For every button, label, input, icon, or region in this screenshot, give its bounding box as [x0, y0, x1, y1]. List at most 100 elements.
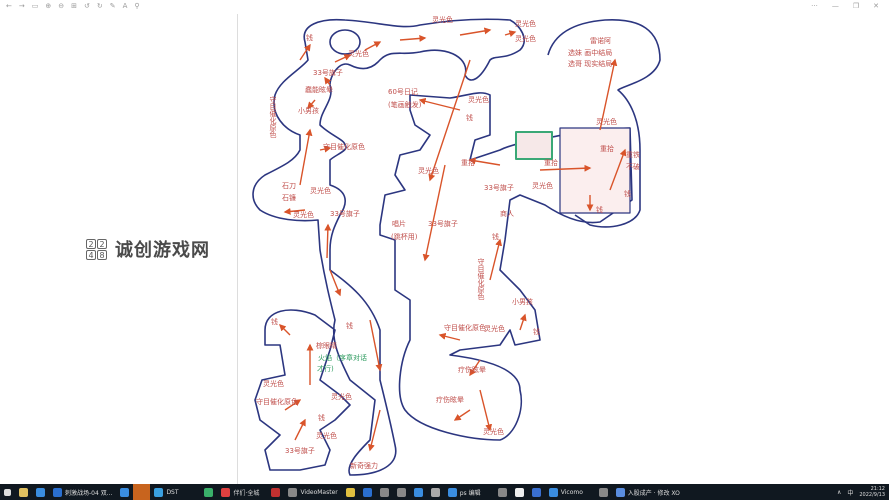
- taskbar-app[interactable]: [393, 484, 410, 500]
- taskbar-app[interactable]: [511, 484, 528, 500]
- map-label: 石刀: [282, 182, 296, 190]
- maximize-button[interactable]: ❐: [852, 2, 860, 10]
- map-label: 灵光色: [532, 181, 553, 190]
- taskbar-app[interactable]: [410, 484, 427, 500]
- map-label: 灵光色: [515, 34, 536, 43]
- more-button[interactable]: ···: [811, 2, 818, 10]
- route-arrow: [428, 59, 471, 182]
- map-label: 重拾: [544, 158, 558, 167]
- logo-digit: 2: [97, 238, 107, 249]
- taskbar-app[interactable]: 刺激战场-04 双...: [49, 484, 116, 500]
- route-arrow: [324, 76, 332, 86]
- map-label: 重拾: [461, 158, 475, 167]
- back-icon[interactable]: ←: [6, 2, 12, 10]
- cave-outline-right: [547, 19, 661, 228]
- logo-digit: 8: [97, 249, 107, 260]
- route-arrow: [599, 58, 618, 131]
- app-icon: [413, 487, 423, 497]
- start-button[interactable]: [0, 484, 15, 500]
- taskbar-app[interactable]: [528, 484, 545, 500]
- zoom-out-icon[interactable]: ⊖: [58, 2, 65, 10]
- taskbar-app[interactable]: [200, 484, 217, 500]
- logo-digit: 4: [86, 249, 96, 260]
- room-dotted: [559, 127, 631, 214]
- app-icon: [379, 487, 389, 497]
- minimize-button[interactable]: —: [831, 2, 839, 10]
- app-icon: [204, 487, 214, 497]
- taskbar-app[interactable]: ps 编辑: [444, 484, 494, 500]
- route-arrow: [469, 359, 481, 377]
- taskbar-app[interactable]: Vicomo: [545, 484, 595, 500]
- map-label: 钱: [624, 189, 631, 198]
- taskbar-app[interactable]: 伴们·全城: [217, 484, 267, 500]
- logo-digit: 2: [86, 238, 96, 249]
- map-label: 小男孩: [298, 106, 319, 115]
- taskbar-app[interactable]: [267, 484, 284, 500]
- map-label: 灵光色: [596, 117, 617, 126]
- map-label: 商人: [500, 209, 514, 218]
- taskbar-app-label: VideoMaster: [300, 488, 338, 496]
- watermark-logo: 2 2 4 8: [86, 238, 107, 260]
- route-arrow: [283, 207, 306, 215]
- slideshow-icon[interactable]: ▭: [31, 2, 39, 10]
- app-icon: [615, 487, 625, 497]
- map-label: 小男孩: [512, 297, 533, 306]
- route-arrow: [438, 332, 461, 341]
- watermark: 2 2 4 8 诚创游戏网: [86, 236, 210, 262]
- taskbar-app[interactable]: [595, 484, 612, 500]
- taskbar-app[interactable]: 入股成产 · 修改 XO: [612, 484, 684, 500]
- rotate-right-icon[interactable]: ↻: [96, 2, 103, 10]
- taskbar-app[interactable]: [359, 484, 376, 500]
- app-icon: [288, 487, 298, 497]
- ime-indicator[interactable]: 中: [847, 489, 854, 497]
- map-label: 守目催化原色: [477, 257, 485, 300]
- map-label: 钱: [466, 113, 473, 122]
- route-arrow: [399, 34, 427, 42]
- taskbar-app[interactable]: [342, 484, 359, 500]
- taskbar-app[interactable]: [427, 484, 444, 500]
- taskbar-app[interactable]: [376, 484, 393, 500]
- route-arrow: [367, 409, 381, 452]
- map-label: 石镰: [282, 193, 296, 202]
- taskbar-app[interactable]: VideoMaster: [284, 484, 341, 500]
- edit-icon[interactable]: ✎: [109, 2, 116, 10]
- route-arrow: [418, 97, 461, 111]
- app-icon: [598, 487, 608, 497]
- fit-icon[interactable]: ⊞: [71, 2, 77, 10]
- text-icon[interactable]: A: [122, 2, 128, 10]
- tray-chevron[interactable]: ∧: [836, 488, 842, 496]
- map-label: 灵光色: [263, 379, 284, 388]
- taskbar-app-label: DST: [166, 488, 179, 496]
- route-arrow: [334, 54, 352, 63]
- route-arrow: [307, 99, 316, 110]
- map-label: 守目催化原色: [323, 142, 365, 151]
- route-arrow: [299, 128, 313, 186]
- taskbar-app[interactable]: [32, 484, 49, 500]
- route-arrow: [504, 30, 517, 37]
- map-label: 钱: [306, 33, 313, 42]
- map-label: 不破: [626, 162, 640, 171]
- map-label: 蠢能眩晕: [305, 85, 333, 94]
- zoom-in-icon[interactable]: ⊕: [45, 2, 52, 10]
- pin-icon[interactable]: ⚲: [134, 2, 140, 10]
- map-label: 灵光色: [310, 186, 331, 195]
- map-label: 钱: [271, 317, 278, 326]
- taskbar-app[interactable]: [494, 484, 511, 500]
- taskbar-app[interactable]: [133, 484, 151, 500]
- map-label: (笔画触发): [388, 100, 422, 109]
- cave-outline-left-bottom: [254, 309, 351, 471]
- route-arrow: [468, 157, 501, 166]
- clock[interactable]: 21:12 2022/9/13: [859, 486, 885, 498]
- taskbar-app-label: Vicomo: [560, 488, 583, 496]
- close-button[interactable]: ✕: [873, 2, 879, 10]
- map-label: 新奇强力: [350, 461, 378, 470]
- windows-icon: [4, 488, 11, 496]
- forward-icon[interactable]: →: [18, 2, 25, 10]
- taskbar-app[interactable]: [15, 484, 32, 500]
- app-icon: [345, 487, 355, 497]
- map-label: 33号旗子: [285, 446, 315, 455]
- taskbar-app[interactable]: [116, 484, 133, 500]
- rotate-left-icon[interactable]: ↺: [84, 2, 90, 10]
- taskbar-app[interactable]: DST: [150, 484, 200, 500]
